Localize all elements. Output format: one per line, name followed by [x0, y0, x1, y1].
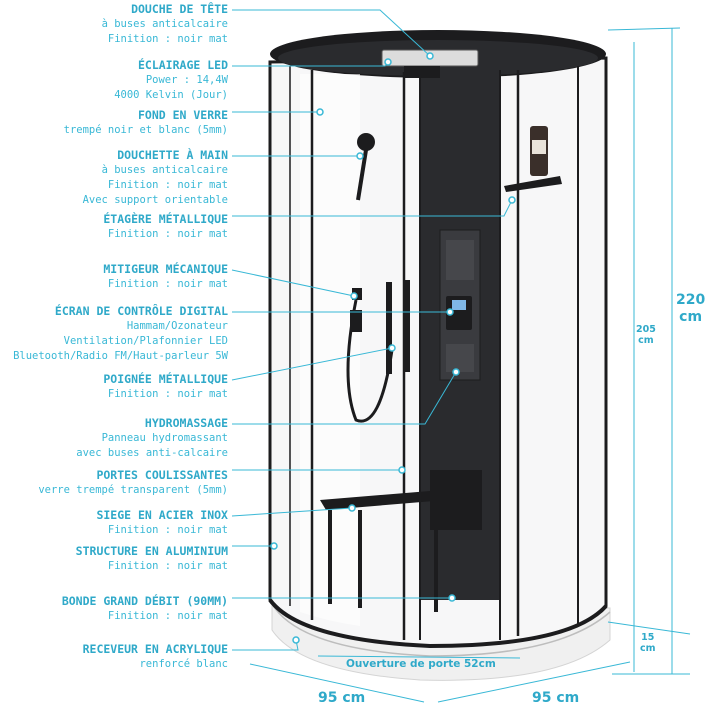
callout-title: RECEVEUR EN ACRYLIQUE: [82, 642, 228, 656]
callout-detail: Finition : noir mat: [107, 278, 228, 290]
callout-detail: à buses anticalcaire: [101, 164, 228, 176]
callout-title: SIEGE EN ACIER INOX: [96, 508, 228, 522]
callout-label: PORTES COULISSANTES verre trempé transpar…: [0, 468, 228, 498]
control-panel: [439, 229, 481, 381]
callout-detail: Finition : noir mat: [107, 33, 228, 45]
callout-label: ÉCRAN DE CONTRÔLE DIGITAL Hammam/Ozonateu…: [0, 304, 228, 364]
callout-title: DOUCHE DE TÊTE: [131, 2, 228, 16]
callout-title: DOUCHETTE À MAIN: [117, 148, 228, 162]
callout-title: MITIGEUR MÉCANIQUE: [103, 262, 228, 276]
callout-detail: Finition : noir mat: [107, 610, 228, 622]
callout-label: RECEVEUR EN ACRYLIQUE renforcé blanc: [0, 642, 228, 672]
width-left-dimension: 95 cm: [318, 690, 366, 706]
width-right-dimension: 95 cm: [532, 690, 580, 706]
callout-detail: Finition : noir mat: [107, 388, 228, 400]
callout-detail: Avec support orientable: [82, 194, 228, 206]
callout-detail: Hammam/Ozonateur: [126, 320, 228, 332]
callout-label: FOND EN VERRE trempé noir et blanc (5mm): [0, 108, 228, 138]
callout-detail: trempé noir et blanc (5mm): [63, 124, 228, 136]
callout-title: BONDE GRAND DÉBIT (90MM): [61, 594, 228, 608]
callout-detail: Panneau hydromassant: [101, 432, 228, 444]
callout-title: ÉCLAIRAGE LED: [137, 58, 228, 72]
callout-title: FOND EN VERRE: [137, 108, 228, 122]
callout-label: MITIGEUR MÉCANIQUE Finition : noir mat: [0, 262, 228, 292]
callout-detail: à buses anticalcaire: [101, 18, 228, 30]
leader-lines: [231, 9, 513, 651]
callout-label: POIGNÉE MÉTALLIQUE Finition : noir mat: [0, 372, 228, 402]
callout-detail: verre trempé transparent (5mm): [38, 484, 228, 496]
callout-title: ÉCRAN DE CONTRÔLE DIGITAL: [54, 304, 228, 318]
callout-title: PORTES COULISSANTES: [96, 468, 228, 482]
callout-label: BONDE GRAND DÉBIT (90MM) Finition : noir …: [0, 594, 228, 624]
callout-label: SIEGE EN ACIER INOX Finition : noir mat: [0, 508, 228, 538]
callout-detail: Ventilation/Plafonnier LED: [63, 335, 228, 347]
callout-detail: Finition : noir mat: [107, 524, 228, 536]
door-opening-dimension: Ouverture de porte 52cm: [346, 658, 496, 670]
dimension-lines: [249, 27, 691, 703]
callout-label: ÉCLAIRAGE LED Power : 14,4W 4000 Kelvin (J…: [0, 58, 228, 103]
callout-detail: renforcé blanc: [139, 658, 228, 670]
callout-label: HYDROMASSAGE Panneau hydromassant avec bus…: [0, 416, 228, 461]
hand-shower: [346, 133, 394, 423]
callout-title: HYDROMASSAGE: [144, 416, 228, 430]
callout-title: ÉTAGÈRE MÉTALLIQUE: [103, 212, 228, 226]
callout-detail: avec buses anti-calcaire: [76, 447, 228, 459]
callout-title: STRUCTURE EN ALUMINIUM: [75, 544, 228, 558]
callout-label: ÉTAGÈRE MÉTALLIQUE Finition : noir mat: [0, 212, 228, 242]
callout-detail: Power : 14,4W: [145, 74, 228, 86]
callout-label: STRUCTURE EN ALUMINIUM Finition : noir ma…: [0, 544, 228, 574]
callout-title: POIGNÉE MÉTALLIQUE: [103, 372, 228, 386]
callout-detail: Finition : noir mat: [107, 560, 228, 572]
callout-detail: Bluetooth/Radio FM/Haut-parleur 5W: [13, 350, 228, 362]
callout-detail: Finition : noir mat: [107, 228, 228, 240]
metal-shelf: [504, 126, 562, 192]
callout-detail: 4000 Kelvin (Jour): [114, 89, 228, 101]
door-handles: [386, 280, 410, 374]
leader-dots: [270, 52, 516, 644]
callout-detail: Finition : noir mat: [107, 179, 228, 191]
